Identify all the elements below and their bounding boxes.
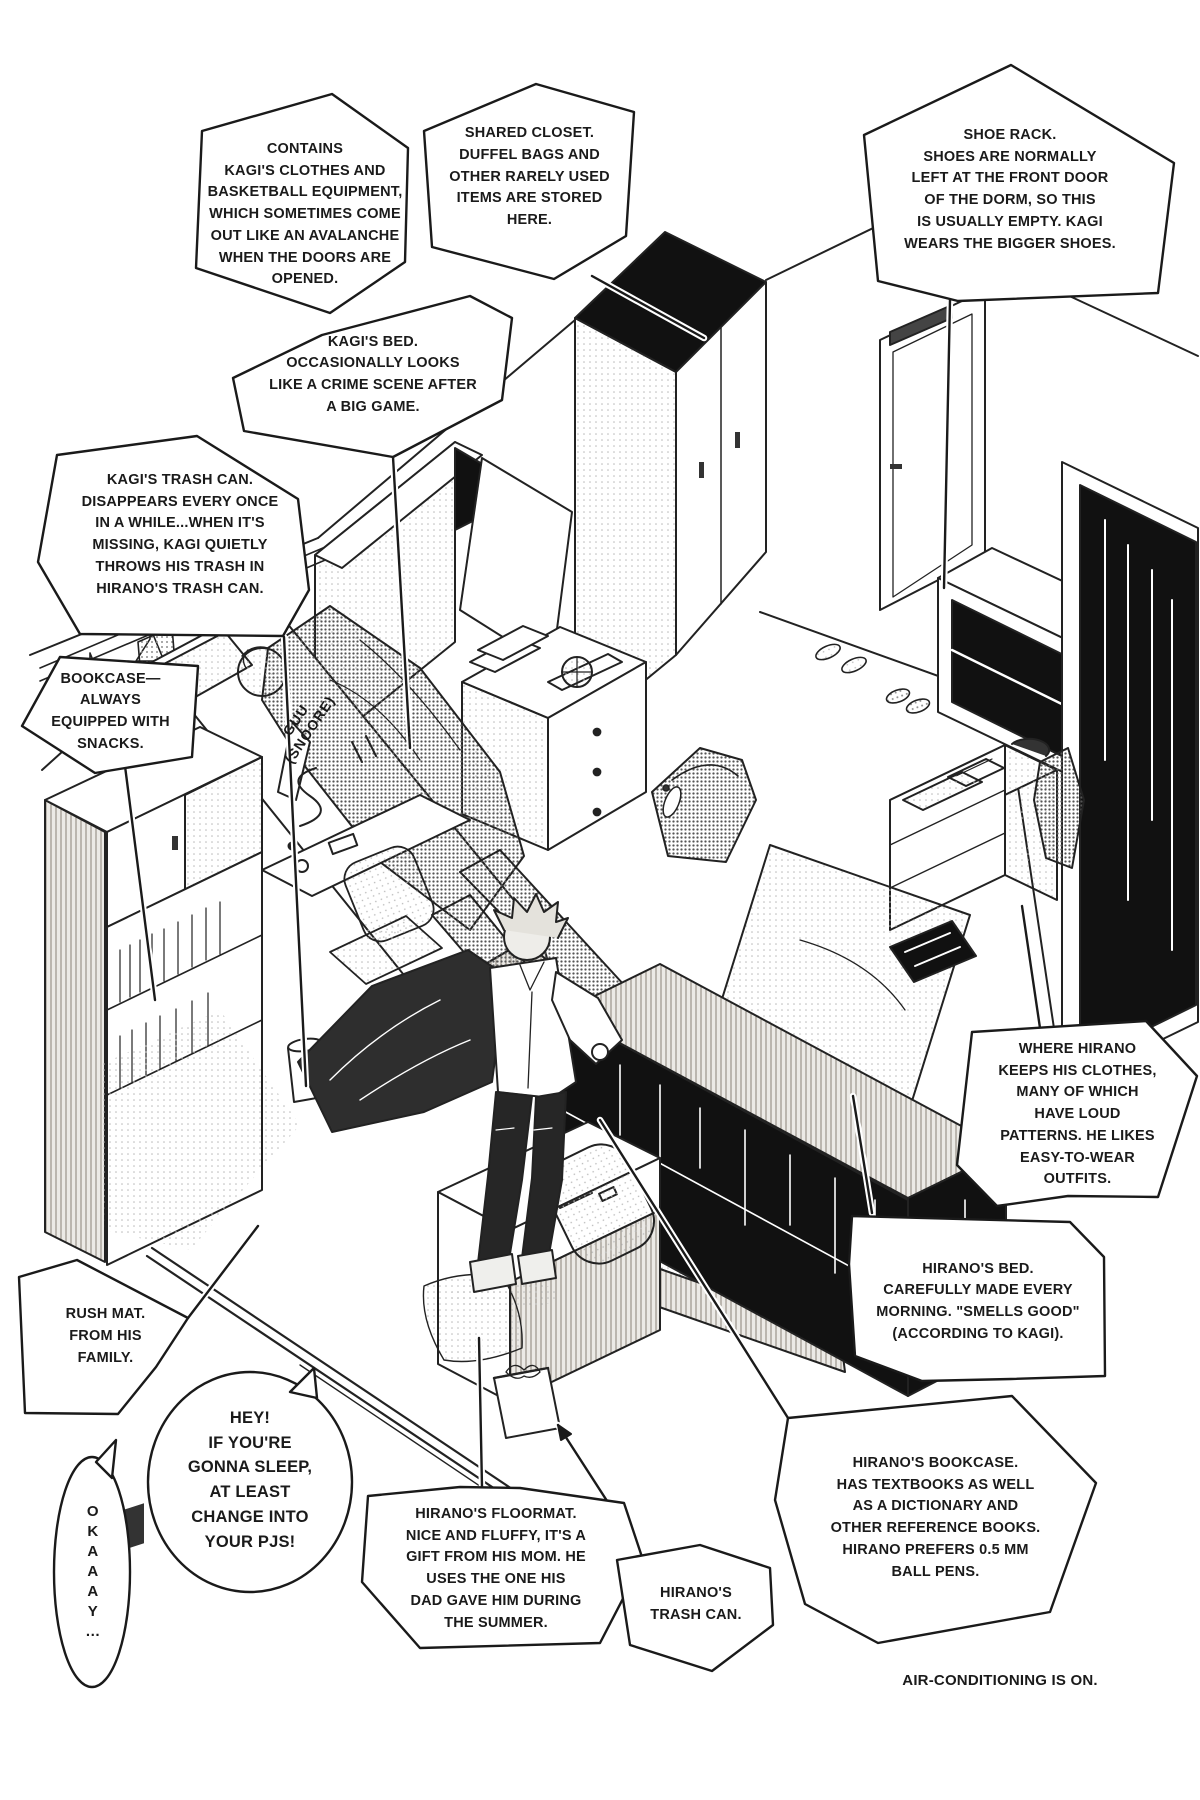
bubble-hirano-bookcase bbox=[773, 1394, 1098, 1645]
callout-kagi-trash: KAGI'S TRASH CAN. DISAPPEARS EVERY ONCE … bbox=[81, 471, 279, 597]
callout-bookcase: BOOKCASE— ALWAYS EQUIPPED WITH SNACKS. bbox=[51, 670, 170, 752]
callout-shared-closet: SHARED CLOSET. DUFFEL BAGS AND OTHER RAR… bbox=[449, 125, 610, 229]
bubble-kagi-trash bbox=[36, 434, 311, 638]
callout-hirano-clothes: WHERE HIRANO KEEPS HIS CLOTHES, MANY OF … bbox=[998, 1040, 1157, 1188]
bubble-kagi-bed bbox=[231, 294, 514, 459]
hirano-trash-can bbox=[492, 1364, 561, 1439]
speech-okaaay: OKAAAY… bbox=[84, 1503, 102, 1643]
bubble-hirano-trash bbox=[615, 1543, 775, 1673]
entrance-slippers bbox=[815, 643, 931, 714]
callout-hirano-trash: HIRANO'S TRASH CAN. bbox=[650, 1584, 742, 1623]
bubble-okaaay-tail bbox=[94, 1438, 118, 1480]
callout-hirano-bookcase: HIRANO'S BOOKCASE. HAS TEXTBOOKS AS WELL… bbox=[830, 1454, 1041, 1580]
shared-closet bbox=[574, 231, 767, 739]
sports-bag bbox=[651, 747, 757, 863]
bubble-hey bbox=[146, 1370, 354, 1594]
speech-hey: HEY! IF YOU'RE GONNA SLEEP, AT LEAST CHA… bbox=[187, 1408, 313, 1551]
callout-kagi-bed: KAGI'S BED. OCCASIONALLY LOOKS LIKE A CR… bbox=[269, 333, 477, 415]
bubble-shared-closet bbox=[422, 82, 636, 281]
bubble-hey-tail bbox=[288, 1366, 319, 1400]
callout-bubbles bbox=[17, 63, 1199, 1689]
bubble-bookcase bbox=[20, 655, 200, 775]
hirano-clothes-chest bbox=[889, 737, 1085, 931]
callout-hirano-floormat: HIRANO'S FLOORMAT. NICE AND FLUFFY, IT'S… bbox=[405, 1505, 587, 1631]
standing-hirano-figure bbox=[297, 893, 623, 1309]
callout-shoe-rack: SHOE RACK. SHOES ARE NORMALLY LEFT AT TH… bbox=[904, 126, 1116, 252]
bottle bbox=[662, 784, 682, 818]
callout-rush-mat: RUSH MAT. FROM HIS FAMILY. bbox=[65, 1306, 146, 1366]
window-curtain bbox=[1061, 461, 1199, 1089]
leader-lines bbox=[121, 272, 1044, 1556]
callout-kagi-closet: CONTAINS KAGI'S CLOTHES AND BASKETBALL E… bbox=[207, 140, 403, 288]
bubble-shoe-rack bbox=[862, 63, 1176, 303]
entrance-door bbox=[879, 289, 986, 611]
bubble-kagi-closet bbox=[194, 92, 410, 315]
footnote-air-conditioning: AIR-CONDITIONING IS ON. bbox=[902, 1671, 1098, 1689]
bubble-hirano-clothes bbox=[955, 1019, 1199, 1208]
bubble-okaaay bbox=[52, 1455, 132, 1689]
bubble-rush-mat bbox=[17, 1258, 190, 1416]
bubble-hirano-bed bbox=[847, 1214, 1107, 1383]
callout-hirano-bed: HIRANO'S BED. CAREFULLY MADE EVERY MORNI… bbox=[876, 1260, 1080, 1342]
